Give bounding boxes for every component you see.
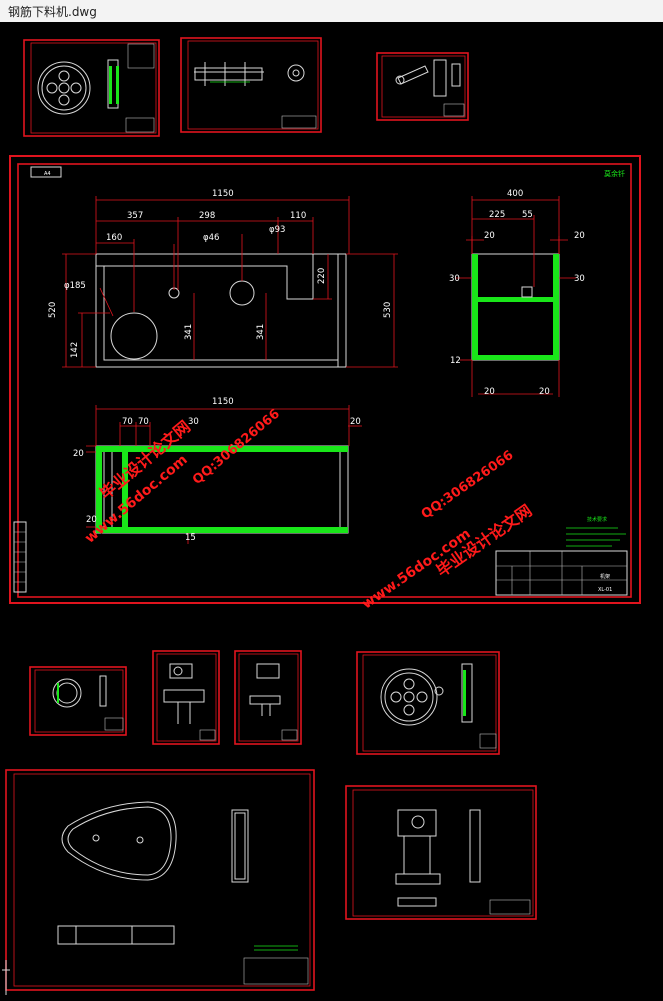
thumb-sheet-4[interactable] [29,666,127,736]
window-title: 钢筋下料机.dwg [8,5,97,19]
dim-hole-46: φ46 [203,233,219,243]
dim-12: 12 [450,356,461,366]
technical-notes: 技术要求 [566,516,626,547]
watermark-qq-right: QQ:306826066 [419,448,517,523]
dim-520: 520 [48,302,58,318]
side-view: 400 225 55 20 20 30 30 12 20 20 [449,189,585,397]
ucs-icon [2,960,10,995]
dim-357: 357 [127,211,143,221]
dim-1150-top: 1150 [212,397,234,407]
thumb-sheet-3[interactable] [376,52,469,121]
dim-225: 225 [489,210,505,220]
top-view: 1150 70 70 30 20 20 20 15 [73,397,362,544]
dim-220: 220 [317,268,327,284]
paper-size-label: A4 [44,171,51,177]
title-block-drawing-no: XL-01 [598,587,612,593]
dim-341-a: 341 [184,324,194,340]
watermark-right: www.56doc.com QQ:306826066 毕业设计论文网 [359,448,535,613]
thumb-sheet-7[interactable] [356,651,500,755]
thumb-sheet-2[interactable] [180,37,322,133]
dim-142: 142 [70,342,80,358]
dim-30-r: 30 [574,274,585,284]
front-view: 1150 357 298 110 160 φ46 φ93 φ185 520 53… [48,189,398,368]
title-block-part-name: 机架 [600,573,610,580]
main-sheet[interactable]: A4 莫余钎 1150 357 298 [9,155,641,604]
dim-20-bl: 20 [484,387,495,397]
dim-hole-185: φ185 [64,281,86,291]
dim-20-left: 20 [73,449,84,459]
dim-110: 110 [290,211,306,221]
thumb-sheet-6[interactable] [234,650,302,745]
dim-20-tr: 20 [574,231,585,241]
dim-20-br: 20 [539,387,550,397]
dim-70-a: 70 [122,417,133,427]
notes-title: 技术要求 [587,516,607,523]
stamp-text: 莫余钎 [604,169,625,178]
dim-30-top: 30 [188,417,199,427]
window-titlebar: 钢筋下料机.dwg [0,0,663,23]
dim-70-b: 70 [138,417,149,427]
thumb-sheet-5[interactable] [152,650,220,745]
thumb-sheet-1[interactable] [23,39,160,137]
thumb-sheet-9[interactable] [345,785,537,920]
cad-drawing: .r{fill:none;stroke:#e0141e;stroke-width… [2,37,641,995]
dim-20-bottom: 20 [86,515,97,525]
drawing-canvas[interactable]: .r{fill:none;stroke:#e0141e;stroke-width… [0,22,663,1001]
dim-20-tl: 20 [484,231,495,241]
dim-1150-front: 1150 [212,189,234,199]
dim-20-right: 20 [350,417,361,427]
dim-341-b: 341 [256,324,266,340]
dim-160: 160 [106,233,122,243]
dim-298: 298 [199,211,215,221]
dim-55: 55 [522,210,533,220]
dim-400: 400 [507,189,523,199]
dim-hole-93: φ93 [269,225,285,235]
dim-30-l: 30 [449,274,460,284]
title-block: 机架 XL-01 [495,550,628,596]
dim-530: 530 [383,302,393,318]
dim-15: 15 [185,533,196,543]
thumb-sheet-8[interactable] [5,769,315,991]
